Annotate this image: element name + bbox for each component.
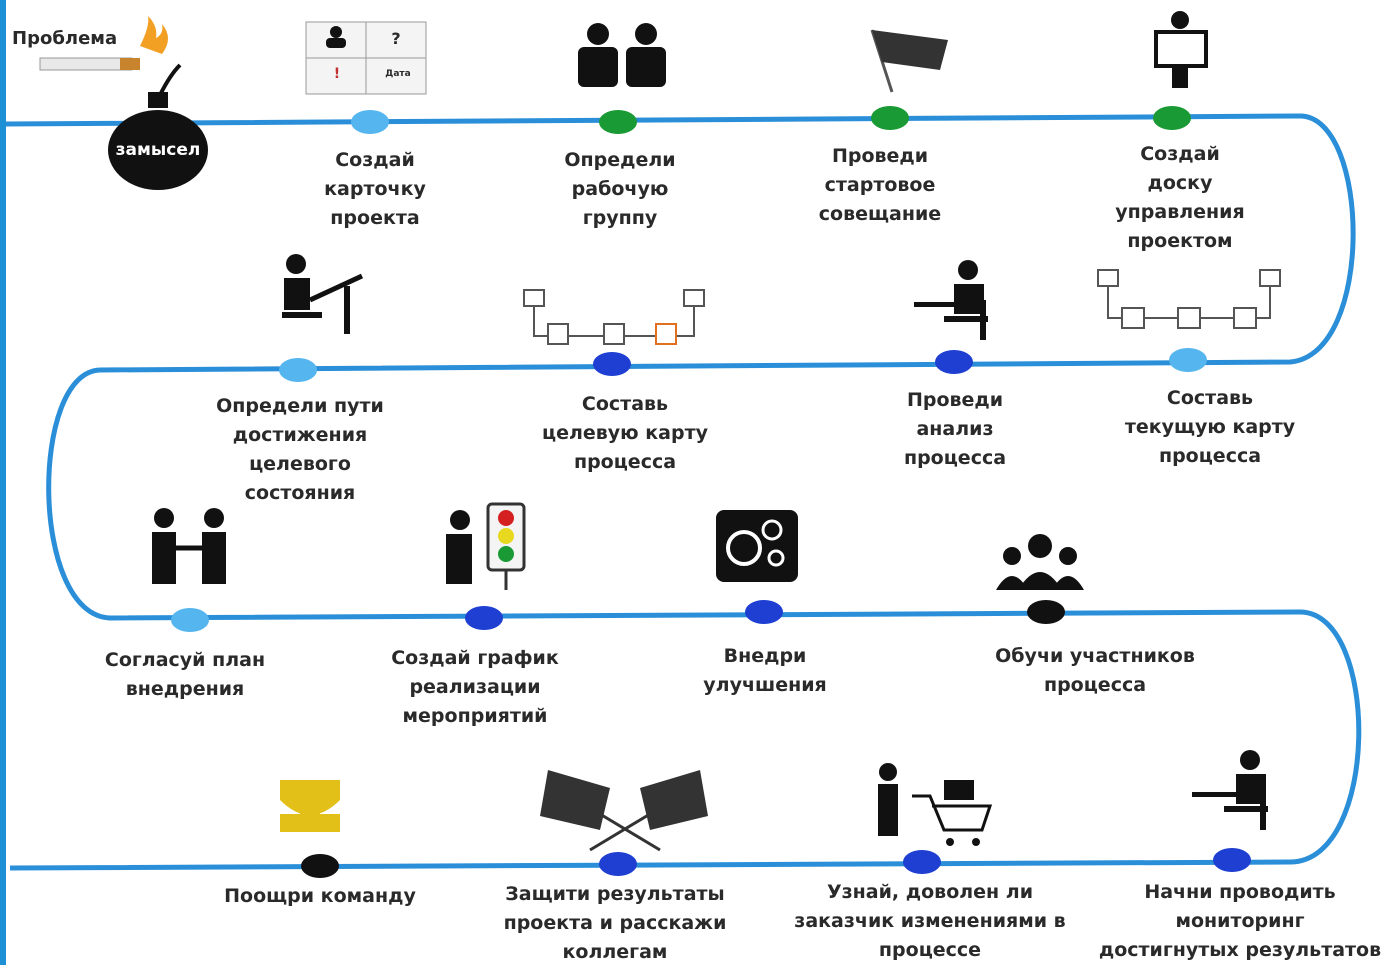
person-board-icon: [1154, 11, 1208, 88]
customer-cart-icon: [878, 763, 993, 846]
step-marker: [171, 608, 209, 632]
person-desk-icon: [282, 254, 364, 334]
step-marker: [935, 350, 973, 374]
project-card-icon: [305, 21, 427, 95]
left-edge-bar: [0, 0, 6, 965]
step-label: Проведи анализ процесса: [903, 389, 1007, 469]
step-label: Защити результаты проекта и расскажи кол…: [503, 883, 727, 963]
step-label: Узнай, доволен ли заказчик изменениями в…: [794, 881, 1066, 961]
traffic-light-icon: [446, 502, 526, 590]
step-label: Создай график реализации мероприятий: [391, 647, 559, 727]
step-label: Определи пути достижения целевого состоя…: [216, 395, 384, 504]
step-marker: [871, 106, 909, 130]
checkered-flag-icon: [870, 29, 948, 93]
step-marker: [1153, 106, 1191, 130]
card-date: Дата: [385, 69, 411, 79]
cigarette-icon: [39, 16, 168, 71]
card-exclamation: !: [333, 66, 341, 82]
step-label: Составь целевую карту процесса: [542, 393, 708, 473]
step-marker: [279, 358, 317, 382]
step-marker: [1027, 600, 1065, 624]
card-question: ?: [391, 29, 401, 48]
step-marker: [593, 352, 631, 376]
step-label: Обучи участников процесса: [995, 645, 1195, 696]
step-marker: [351, 110, 389, 134]
step-marker: [745, 600, 783, 624]
step-marker: [301, 854, 339, 878]
step-label: Определи рабочую группу: [564, 149, 676, 229]
problem-label: Проблема: [12, 28, 118, 49]
step-marker: [599, 852, 637, 876]
step-label: Проведи стартовое совещание: [818, 145, 942, 225]
step-label: Согласуй план внедрения: [104, 649, 266, 700]
step-marker: [1169, 348, 1207, 372]
step-marker: [1213, 848, 1251, 872]
monitoring-person-icon: [1192, 750, 1268, 830]
analyst-icon: [914, 260, 988, 340]
step-marker: [599, 110, 637, 134]
target-map-icon: [523, 289, 705, 345]
handshake-icon: [152, 508, 226, 584]
step-label: Создай доску управления проектом: [1115, 143, 1245, 252]
step-marker: [903, 850, 941, 874]
work-group-icon: [578, 23, 666, 87]
step-label: Поощри команду: [224, 885, 416, 907]
step-label: Создай карточку проекта: [324, 149, 426, 229]
trophy-icon: [280, 780, 340, 832]
step-label: Начни проводить мониторинг достигнутых р…: [1098, 881, 1382, 961]
road-path: [5, 113, 1362, 871]
bomb-label: замысел: [115, 140, 201, 160]
crossed-flags-icon: [540, 770, 708, 852]
step-label: Внедри улучшения: [703, 645, 827, 696]
step-label: Составь текущую карту процесса: [1124, 387, 1296, 467]
group-training-icon: [996, 534, 1084, 590]
gears-icon: [716, 510, 798, 582]
current-map-icon: [1097, 269, 1281, 329]
bomb-icon: [108, 63, 208, 190]
step-marker: [465, 606, 503, 630]
